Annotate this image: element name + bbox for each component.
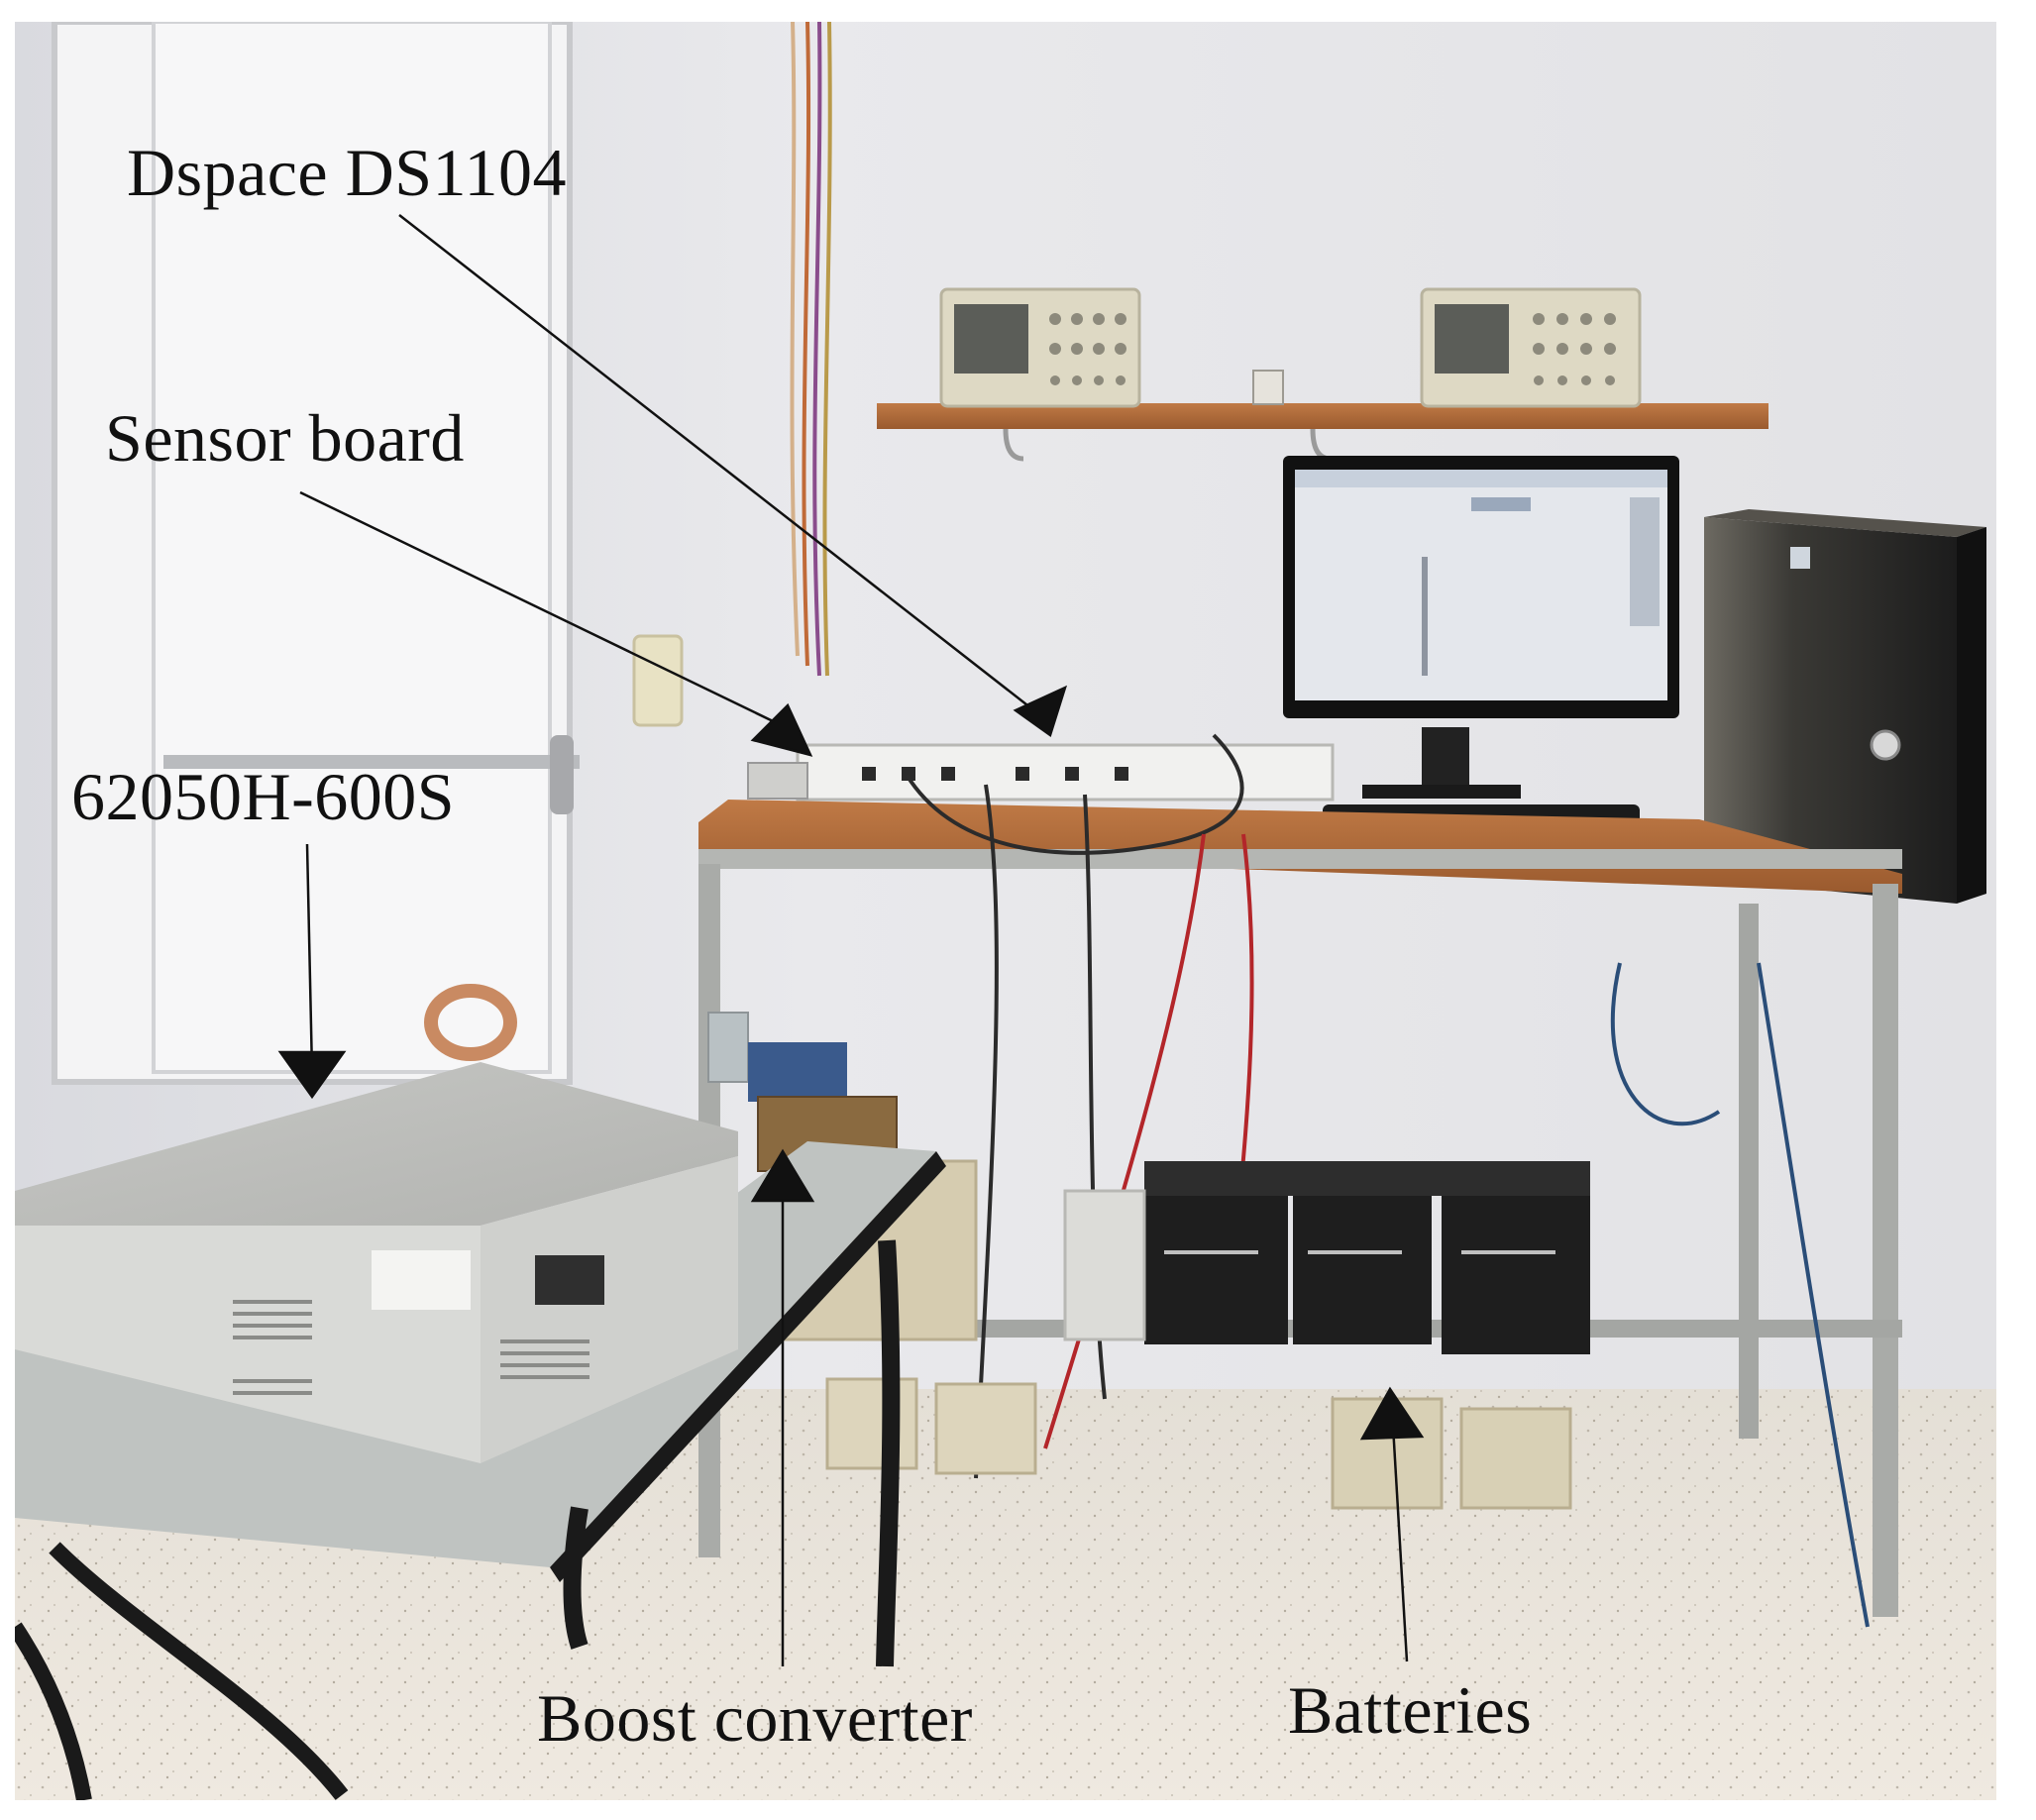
monitor [1283,456,1679,799]
label-boost-converter: Boost converter [537,1680,973,1756]
arrowhead-batteries [1359,1386,1425,1441]
oscilloscope-left [939,287,1141,408]
oscilloscope-right [1420,287,1642,408]
arrowhead-dspace [1013,685,1068,738]
annotation-arrows [277,214,1425,1666]
label-sensor-board: Sensor board [105,400,465,476]
power-supply-62050H-600S [15,1062,738,1463]
inductor-coil [424,984,517,1061]
sensor-board [747,762,808,800]
wall-cables [790,22,832,677]
wall-outlet [632,634,684,727]
arrowhead-psu [277,1050,347,1100]
lab-setup-photo [15,22,1996,1800]
dspace-panel [796,743,1335,802]
door [52,22,580,1085]
arrowhead-sensor [750,702,813,757]
pc-tower [1704,509,1986,904]
arrowhead-boost [750,1148,815,1203]
label-batteries: Batteries [1288,1672,1533,1748]
label-dspace: Dspace DS1104 [127,135,568,210]
label-power-supply: 62050H-600S [71,759,456,834]
batteries-black [1144,1161,1590,1354]
